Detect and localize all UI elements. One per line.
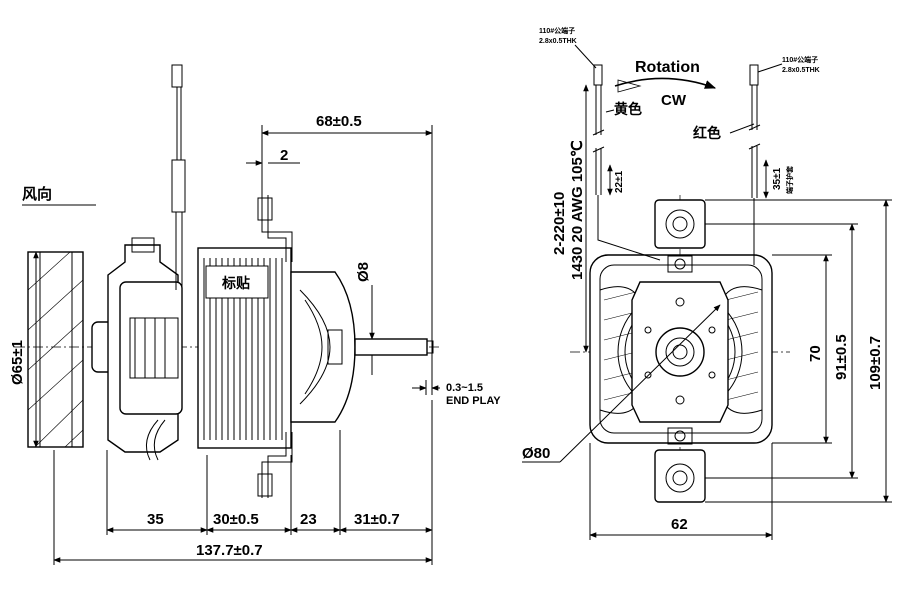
- dim-seg-1: 35: [147, 511, 164, 528]
- wire-yellow-label: 黄色: [614, 101, 642, 117]
- mounting-brackets: [257, 195, 293, 498]
- rotation-arrow: [614, 77, 717, 89]
- dim-fan-dia: Ø65±1: [9, 340, 26, 385]
- rotation-label: Rotation: [635, 59, 700, 76]
- dim-flange: 2: [280, 147, 288, 164]
- wind-direction-label: 风向: [22, 185, 52, 203]
- dim-end-play-label: END PLAY: [446, 395, 501, 407]
- center-bracket: [631, 281, 729, 423]
- rotation-direction: CW: [661, 92, 687, 109]
- strip-right-dim: 35±1: [772, 167, 783, 190]
- dim-seg-4: 31±0.7: [354, 511, 400, 528]
- wire-red-label: 红色: [693, 125, 721, 141]
- side-lead-wire: [171, 64, 186, 290]
- terminal-right-spec: 2.8x0.5THK: [782, 67, 820, 74]
- dim-h70: 70: [807, 345, 824, 362]
- front-lead-wires: [592, 64, 761, 265]
- strip-right-note: 端子护套: [785, 165, 794, 194]
- dim-shaft-dia: Ø8: [355, 262, 372, 282]
- stator-stack: 标贴: [197, 247, 292, 449]
- strip-left-dim: 22±1: [614, 170, 625, 193]
- dim-h91: 91±0.5: [833, 334, 850, 380]
- terminal-left-spec: 2.8x0.5THK: [539, 38, 577, 45]
- side-view: 风向: [9, 64, 501, 565]
- dim-width: 62: [671, 516, 688, 533]
- dim-frame-dia: Ø80: [522, 445, 550, 462]
- terminal-left-label: 110#公端子: [539, 26, 575, 35]
- front-end-bell: [290, 271, 356, 423]
- dim-overall: 137.7±0.7: [196, 542, 263, 559]
- mounting-lugs: [654, 199, 706, 503]
- terminal-right-label: 110#公端子: [782, 55, 818, 64]
- front-view: 110#公端子 2.8x0.5THK 110#公端子 2.8x0.5THK Ro…: [522, 26, 892, 540]
- side-dimensions: 68±0.5 2 Ø8 Ø65±1 0.3~1.5 END PLAY: [9, 113, 501, 565]
- shaft: [354, 338, 434, 356]
- label-tag: 标贴: [221, 275, 250, 291]
- wire-spec-awg: 1430 20 AWG 105℃: [569, 140, 586, 280]
- wire-spec-length: 2-220±10: [551, 192, 568, 255]
- rear-bracket: [91, 237, 183, 461]
- dim-seg-2: 30±0.5: [213, 511, 259, 528]
- dim-seg-3: 23: [300, 511, 317, 528]
- dim-h109: 109±0.7: [867, 336, 884, 390]
- dim-end-play: 0.3~1.5: [446, 382, 483, 394]
- dim-top-span: 68±0.5: [316, 113, 362, 130]
